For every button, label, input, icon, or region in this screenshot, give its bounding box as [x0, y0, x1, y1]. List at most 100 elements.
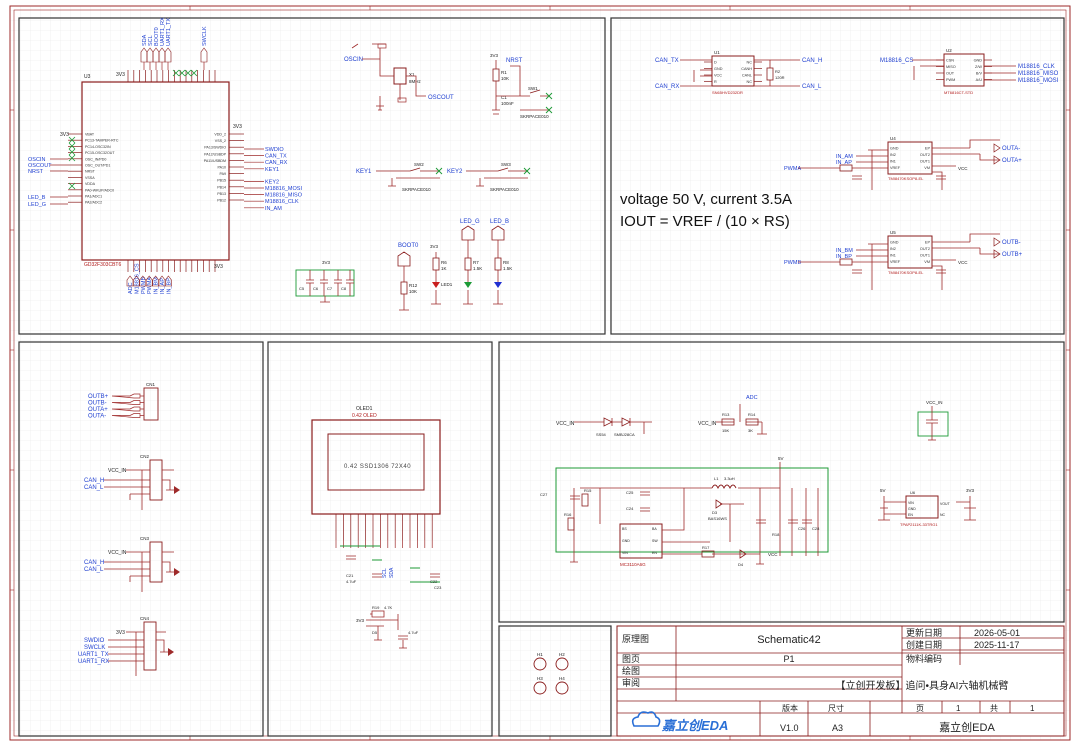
boot-and-leds: BOOT0 R12 10K 3V3 R6 1K LED1 LED_G R7 1.…	[397, 219, 512, 311]
mcu-pin-left: VDDA	[85, 182, 96, 186]
crystal-part: 8MHz	[409, 79, 422, 84]
tb-lbl-material: 物料编码	[906, 653, 942, 664]
mcu-pin-left: VBAT	[85, 133, 95, 137]
buck-r18: R18	[772, 532, 780, 537]
mcu-net-right: KEY2	[265, 179, 279, 185]
key1-sw: SW2	[414, 162, 424, 167]
section-frames	[18, 17, 1065, 737]
drv1-part: TMI8470KSOP8-EL	[888, 270, 924, 275]
mcu-pin-left: PA0-WKUP/ADC0	[85, 188, 114, 192]
mcu-pin-right: PB14	[217, 185, 226, 189]
drv1-out0: OUTB-	[1002, 240, 1021, 246]
buck-r15: R15	[584, 488, 592, 493]
reset-r: R1	[501, 70, 507, 75]
enc-pin-right: A/U	[976, 78, 983, 82]
mcu-pin-right: PB12	[217, 199, 226, 203]
hole-h3: H3	[537, 676, 543, 681]
cap-c6: C6	[313, 286, 319, 291]
mcu-net-bottom: PWMA	[147, 277, 153, 294]
buck-d-part: BAS16WS	[708, 516, 727, 521]
enc-pin-left: PWM	[946, 78, 955, 82]
mcu-u3: U3 GD32F303CBT6 VBATPC13-TAMPER-RTCPC14-…	[28, 17, 303, 294]
drv0-part: TMI8470KSOP8-EL	[888, 176, 924, 181]
drv-pin-right: OUT1	[920, 254, 930, 258]
mcu-pin-right: PB13	[217, 192, 226, 196]
can-r-val: 120R	[775, 75, 785, 80]
drv-pin-left: VREF	[890, 260, 901, 264]
buck-out: 5V	[778, 456, 784, 461]
motor-driver-u4: U4 TMI8470KSOP8-EL GNDIN2IN1VREFEPOUT2OU…	[784, 136, 1022, 190]
drv0-out0: OUTA-	[1002, 146, 1020, 152]
oled-c-val: 4.7uF	[408, 630, 419, 635]
tb-update: 2026-05-01	[974, 628, 1020, 638]
drv0-pwr: VCC	[958, 166, 968, 171]
pwr-r14: R14	[748, 412, 756, 417]
pwr-r14-val: 3K	[748, 428, 753, 433]
buck-l: L1	[714, 476, 719, 481]
drv-pin-left: GND	[890, 241, 899, 245]
ldo-out: 3V3	[966, 488, 975, 493]
cn1-net: OUTA-	[88, 414, 106, 420]
can-tx-net: CAN_TX	[655, 58, 679, 64]
key2-part: SKRPACE010	[490, 187, 519, 192]
cn4-uart-tx: UART1_TX	[78, 652, 109, 658]
mcu-net-right: CAN_RX	[265, 160, 288, 166]
tb-lbl-create: 创建日期	[906, 639, 942, 650]
enc-part: MT6816CT-STD	[944, 90, 973, 95]
encoder-u2: U2 MT6816CT-STD CSNMISOOUTPWMGNDZ/WB/VA/…	[880, 48, 1059, 95]
oled-d: D5	[372, 630, 378, 635]
motor-connector-cn1: CN1 OUTB+OUTB-OUTA+OUTA-	[88, 382, 159, 421]
pwr-adc-net: ADC	[746, 395, 758, 401]
can-pin: VCC	[714, 74, 722, 78]
tb-project: 【立创开发板】追问•具身AI六轴机械臂	[836, 679, 1009, 692]
oled-module: OLED1 0.42 OLED 0.42 SSD1306 72X40 SCL S…	[311, 406, 442, 649]
drv-pin-right: EP	[925, 241, 931, 245]
mounting-holes: H1 H2 H3 H4	[533, 652, 569, 695]
mcu-net-right: KEY1	[265, 167, 279, 173]
drv-pin-left: GND	[890, 147, 899, 151]
svg-text:BA: BA	[652, 527, 657, 531]
drv1-out1: OUTB+	[1002, 252, 1023, 258]
drv1-in1: IN_BP	[836, 254, 852, 260]
reset-net: NRST	[506, 58, 523, 64]
crystal-ref: X1	[409, 72, 415, 77]
caps-pwr: 3V3	[322, 260, 331, 265]
tb-page: P1	[783, 654, 794, 664]
mcu-net-right: CAN_TX	[265, 154, 287, 160]
can-part: SN65HVD232DR	[712, 90, 743, 95]
cn2-canl: CAN_L	[84, 485, 104, 491]
cn1-net: OUTB+	[88, 394, 109, 400]
buck-l-val: 3.3uH	[724, 476, 735, 481]
jlc-logo-icon	[631, 711, 661, 727]
tb-of: 1	[1030, 704, 1035, 713]
boot-net: BOOT0	[398, 243, 419, 249]
drv-pin-left: IN1	[890, 254, 896, 258]
connector-cn2: CN2 VCC_IN CAN_H CAN_L	[84, 454, 180, 510]
mcu-pin-left: VSSA	[85, 176, 95, 180]
hole-h2: H2	[559, 652, 565, 657]
boot-r: R12	[409, 283, 418, 288]
can-pin: R	[714, 80, 717, 84]
mcu-pin-right: PB15	[217, 179, 226, 183]
motor-driver-u5: U5 TMI8470KSOP8-EL GNDIN2IN1VREFEPOUT2OU…	[784, 230, 1023, 290]
tb-lbl-of: 共	[990, 704, 998, 713]
cn4-3v3: 3V3	[116, 630, 125, 636]
cn4-swdio: SWDIO	[84, 638, 105, 644]
enc-clk-net: M18816_CLK	[1018, 64, 1055, 70]
oled-cap0: C21	[346, 573, 354, 578]
oled-part: 0.42 OLED	[352, 413, 377, 419]
tb-ver: V1.0	[780, 723, 799, 733]
tb-lbl-principle: 原理图	[622, 634, 649, 644]
tb-logo-text: 嘉立创EDA	[661, 718, 728, 733]
sheet-ruler	[10, 6, 1070, 740]
can-pin: CANL	[742, 74, 752, 78]
oled-pwr: 3V3	[356, 618, 365, 623]
can-ref: U1	[714, 50, 720, 55]
buck-r16: R16	[564, 512, 572, 517]
drv-pin-left: IN2	[890, 247, 896, 251]
cap-c7: C7	[327, 286, 333, 291]
mcu-pin-left: PA1/ADC1	[85, 195, 102, 199]
cn3-canl: CAN_L	[84, 567, 104, 573]
reset-c: C1	[501, 95, 507, 100]
